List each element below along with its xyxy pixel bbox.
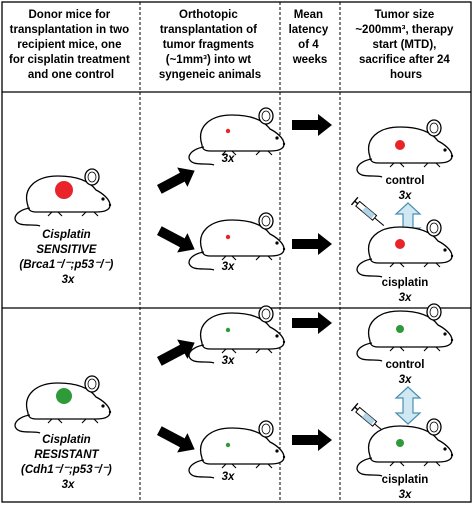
double-arrow-icon <box>394 386 422 425</box>
mouse-icon <box>356 119 454 178</box>
arrow-icon <box>292 233 332 255</box>
mouse-icon <box>188 305 286 364</box>
cisplatin-count: 3x <box>399 489 412 501</box>
arrow-icon <box>292 114 332 136</box>
mouse-icon <box>188 420 286 479</box>
row-resistant: Cisplatin RESISTANT (Cdh1⁻/⁻;p53⁻/⁻) 3x … <box>14 303 454 501</box>
mouse-icon <box>14 375 112 434</box>
mouse-icon <box>188 107 286 166</box>
arrow-icon <box>292 429 332 451</box>
recipient-count: 3x <box>222 355 235 367</box>
arrow-icon <box>154 420 200 460</box>
cisplatin-label: cisplatin <box>382 277 429 289</box>
outer-frame <box>1 1 472 503</box>
tumor-spot <box>225 128 231 134</box>
tumor-spot <box>225 327 231 333</box>
mouse-icon <box>188 212 286 271</box>
recipient-count: 3x <box>222 471 235 483</box>
arrow-icon <box>292 312 332 334</box>
syringe-icon <box>350 196 388 231</box>
recipient-count: 3x <box>222 153 235 165</box>
tumor-spot <box>56 388 72 404</box>
tumor-spot <box>396 439 404 447</box>
header-col2: Orthotopic transplantation of tumor frag… <box>159 9 261 81</box>
arrow-icon <box>154 160 200 200</box>
arrow-icon <box>154 332 200 372</box>
header-col4: Tumor size ~200mm³, therapy start (MTD),… <box>355 9 456 81</box>
header-col1: Donor mice for transplantation in two re… <box>9 9 133 81</box>
arrow-icon <box>154 220 200 260</box>
donor-label: Cisplatin RESISTANT (Cdh1⁻/⁻;p53⁻/⁻) 3x <box>21 434 115 491</box>
recipient-count: 3x <box>222 261 235 273</box>
control-label: control <box>386 175 425 187</box>
tumor-spot <box>396 325 404 333</box>
tumor-spot <box>395 239 405 249</box>
cisplatin-label: cisplatin <box>382 474 429 486</box>
control-label: control <box>386 359 425 371</box>
header-col3: Mean latency of 4 weeks <box>289 9 332 66</box>
tumor-spot <box>395 140 405 150</box>
control-count: 3x <box>399 374 412 386</box>
donor-label: Cisplatin SENSITIVE (Brca1⁻/⁻;p53⁻/⁻) 3x <box>19 229 116 286</box>
tumor-spot <box>55 181 73 199</box>
mouse-icon <box>356 418 454 477</box>
mouse-icon <box>356 303 454 362</box>
control-count: 3x <box>399 190 412 202</box>
tumor-spot <box>225 442 231 448</box>
tumor-spot <box>225 234 231 240</box>
mouse-icon <box>356 219 454 278</box>
cisplatin-count: 3x <box>399 292 412 304</box>
row-sensitive: Cisplatin SENSITIVE (Brca1⁻/⁻;p53⁻/⁻) 3x… <box>14 107 454 304</box>
